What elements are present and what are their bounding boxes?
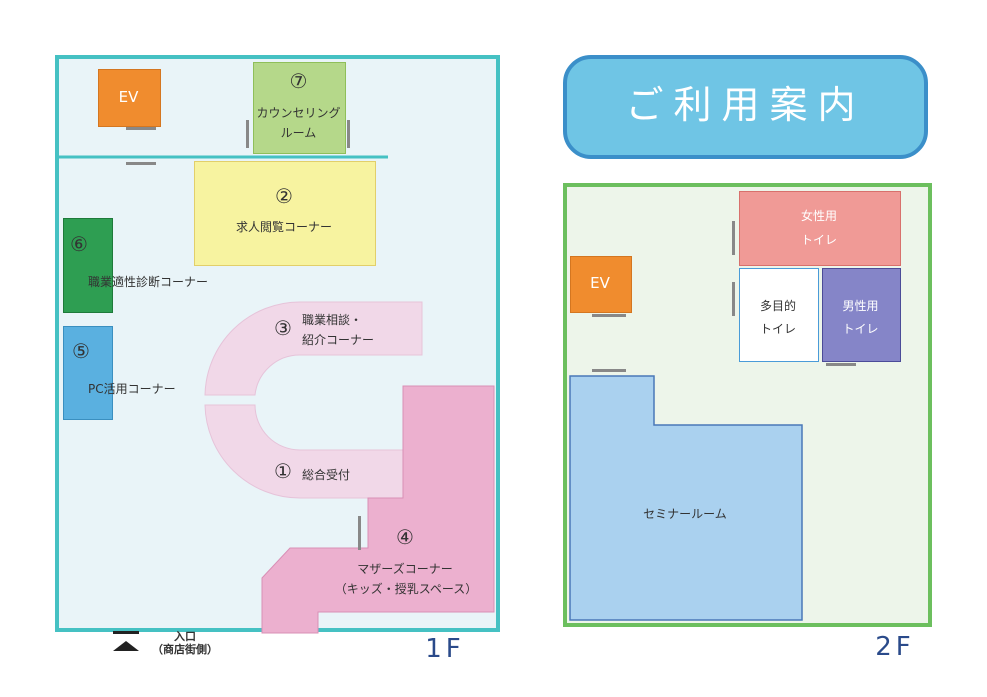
female-toilet bbox=[739, 191, 901, 266]
room2-label: 求人閲覧コーナー bbox=[235, 220, 332, 234]
mothers-corner bbox=[261, 385, 495, 634]
counseling-room bbox=[253, 62, 346, 154]
room7-line1: カウンセリング bbox=[256, 106, 341, 120]
room7-line2: ルーム bbox=[280, 126, 317, 140]
floor2-label: 2F bbox=[875, 632, 915, 662]
reception-counter-lower bbox=[204, 404, 423, 499]
female-toilet-line2: トイレ bbox=[800, 233, 837, 247]
room3-line2: 紹介コーナー bbox=[302, 333, 375, 347]
room3-number: ③ bbox=[274, 316, 292, 340]
title-badge bbox=[563, 55, 928, 159]
aptitude-corner bbox=[63, 218, 113, 313]
room4-line2: （キッズ・授乳スペース） bbox=[334, 582, 478, 596]
seminar-room bbox=[569, 375, 803, 621]
room1-label: 総合受付 bbox=[302, 468, 351, 482]
room4-number: ④ bbox=[396, 525, 414, 549]
room7-number: ⑦ bbox=[289, 69, 308, 93]
multipurpose-toilet bbox=[739, 268, 819, 362]
reception-counter bbox=[204, 301, 423, 396]
room3-line1: 職業相談・ bbox=[302, 313, 363, 327]
entrance-line2: （商店街側） bbox=[152, 643, 218, 656]
male-toilet-line2: トイレ bbox=[842, 322, 879, 336]
female-toilet-line1: 女性用 bbox=[800, 209, 837, 223]
multi-toilet-line2: トイレ bbox=[759, 322, 796, 336]
room5-label: PC活用コーナー bbox=[88, 382, 176, 396]
ev-1f bbox=[98, 69, 161, 127]
room1-number: ① bbox=[274, 459, 292, 483]
job-listing-corner bbox=[194, 161, 376, 266]
floor1-label: 1F bbox=[425, 634, 465, 664]
room6-label: 職業適性診断コーナー bbox=[88, 275, 209, 289]
room6-number: ⑥ bbox=[70, 232, 88, 256]
entrance-line1: 入口 bbox=[174, 630, 196, 643]
multi-toilet-line1: 多目的 bbox=[759, 299, 796, 313]
male-toilet bbox=[822, 268, 901, 362]
ev-1f-label: EV bbox=[118, 88, 139, 106]
ev-2f-label: EV bbox=[590, 274, 610, 292]
ev-2f bbox=[570, 256, 632, 313]
pc-corner bbox=[63, 326, 113, 420]
page-title: ご利用案内 bbox=[625, 83, 866, 127]
male-toilet-line1: 男性用 bbox=[842, 299, 879, 313]
room5-number: ⑤ bbox=[72, 339, 90, 363]
entrance-arrow bbox=[113, 641, 139, 651]
room2-number: ② bbox=[275, 184, 293, 208]
seminar-room-label: セミナールーム bbox=[643, 507, 727, 521]
room4-line1: マザーズコーナー bbox=[357, 562, 453, 576]
